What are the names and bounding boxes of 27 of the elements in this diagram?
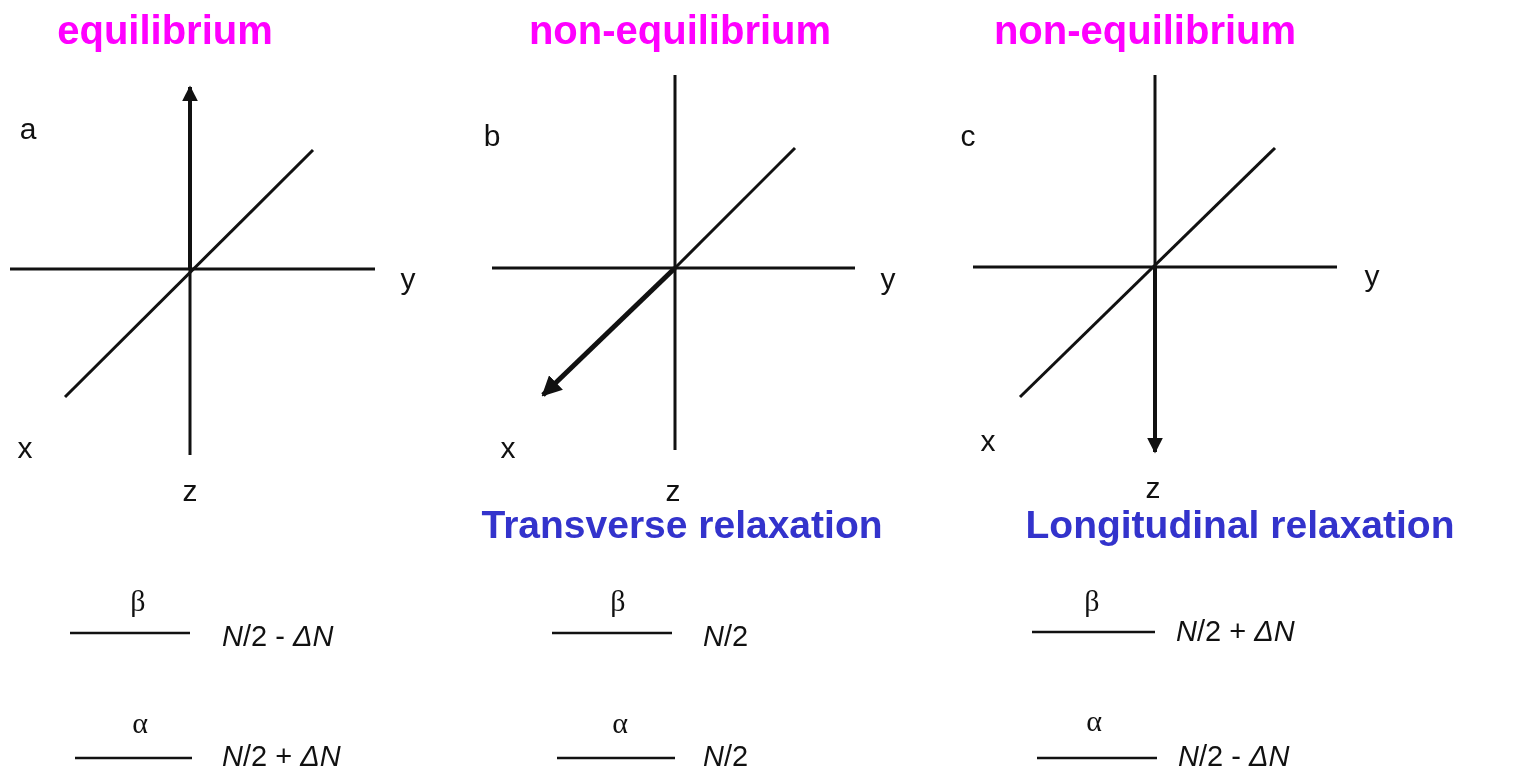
axis-label: z (182, 473, 198, 507)
axis-label: z (1145, 470, 1161, 504)
spin-state-symbol: α (1086, 703, 1102, 737)
population-label: N/2 + ΔN (222, 741, 341, 772)
spin-state-symbol: α (132, 705, 148, 739)
spin-state-symbol: β (610, 583, 626, 617)
axis-label: x (980, 423, 996, 457)
population-label: N/2 + ΔN (1176, 616, 1295, 648)
population-label: N/2 (703, 741, 749, 772)
axis-label: y (1364, 258, 1380, 292)
panel-letter: b (483, 118, 501, 152)
spin-state-symbol: α (612, 705, 628, 739)
state-heading: equilibrium (57, 8, 273, 52)
panel-letter: c (960, 118, 976, 152)
population-label: N/2 - ΔN (1178, 741, 1290, 772)
spin-state-symbol: β (1084, 583, 1100, 617)
axis-label: y (880, 261, 896, 295)
panel-letter: a (19, 111, 37, 145)
population-label: N/2 - ΔN (222, 621, 334, 653)
relaxation-heading: Longitudinal relaxation (1025, 503, 1455, 547)
axis-label: x (17, 430, 33, 464)
state-heading: non-equilibrium (528, 8, 832, 52)
population-label: N/2 (703, 621, 749, 653)
axis-label: x (500, 430, 516, 464)
state-heading: non-equilibrium (993, 8, 1297, 52)
axis-label: y (400, 261, 416, 295)
spin-state-symbol: β (130, 583, 146, 617)
